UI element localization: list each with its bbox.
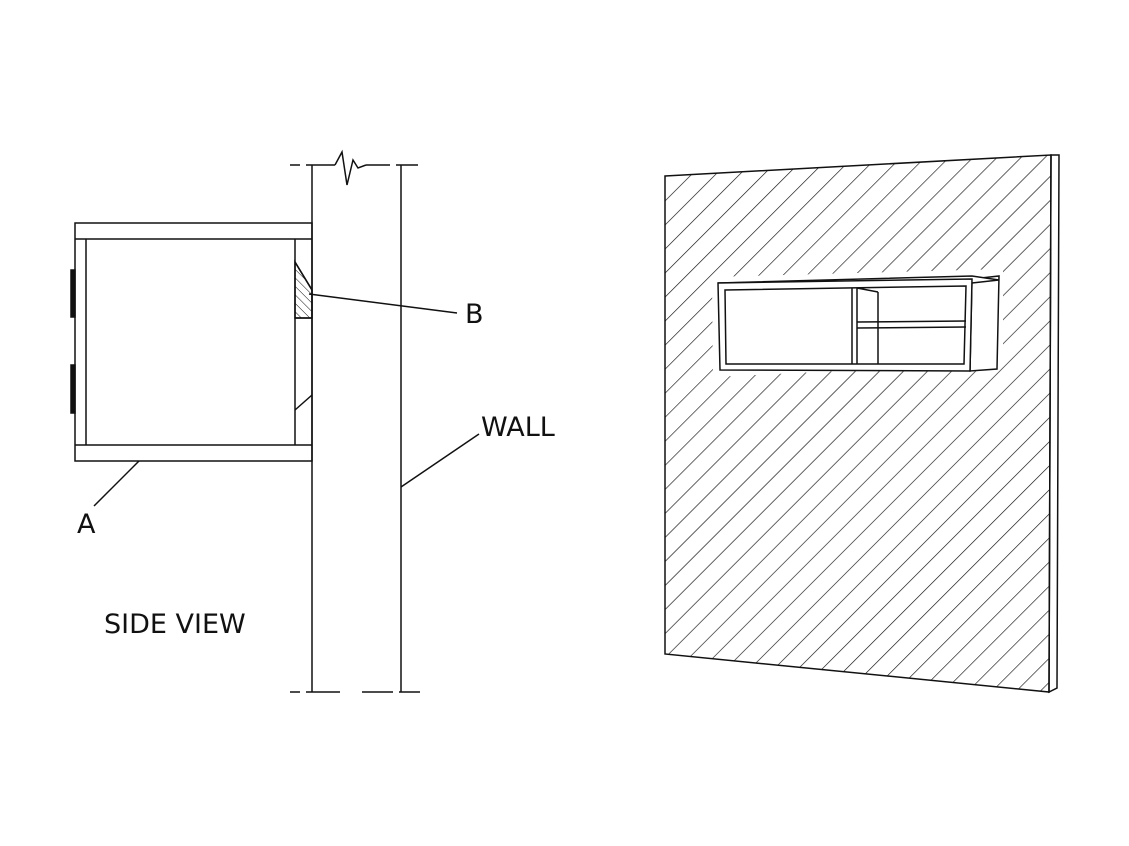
cabinet-side-profile <box>70 222 313 462</box>
leader-line-a <box>93 460 140 507</box>
perspective-view <box>664 154 1060 694</box>
label-side-view: SIDE VIEW <box>104 609 246 640</box>
wall-panel-face <box>664 154 1052 693</box>
leader-line-wall <box>400 433 480 488</box>
leader-line-b <box>308 293 458 314</box>
side-view <box>70 149 480 693</box>
wall-section <box>290 149 420 693</box>
label-b: B <box>465 299 484 330</box>
mounting-spacer <box>294 259 313 411</box>
wall-cabinet <box>712 269 1003 377</box>
label-a: A <box>77 509 96 540</box>
label-wall: WALL <box>481 412 555 443</box>
